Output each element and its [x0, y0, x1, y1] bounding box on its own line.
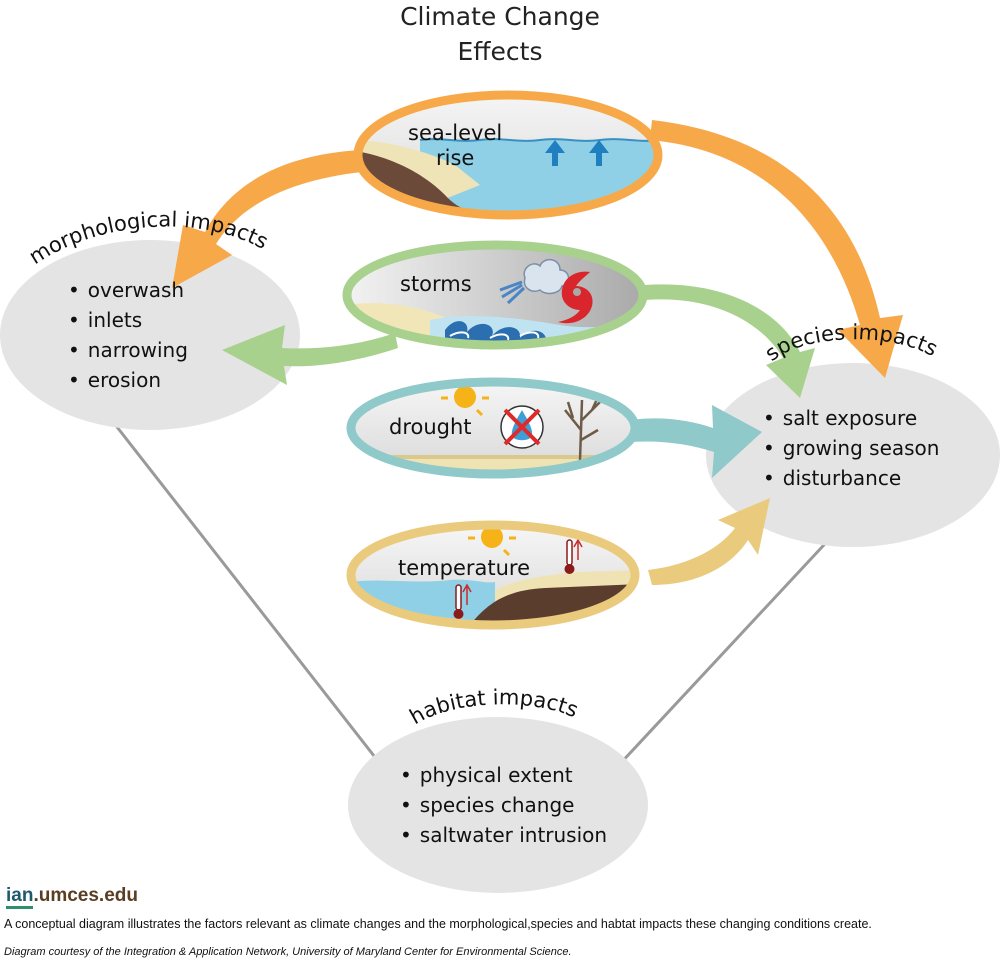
- drought-arrow: [632, 405, 762, 478]
- hurricane-icon: [558, 271, 593, 324]
- habitat-impacts-list: physical extent species change saltwater…: [400, 760, 607, 850]
- list-item: overwash: [68, 275, 188, 305]
- morphological-to-habitat-arrow: [108, 417, 390, 776]
- rising-water-arrow-icon: [545, 140, 609, 166]
- thermometer-icon: [564, 538, 583, 574]
- habitat-species-arrow: [612, 526, 842, 772]
- list-item: disturbance: [763, 463, 939, 493]
- list-item: saltwater intrusion: [400, 820, 607, 850]
- figure-credit: Diagram courtesy of the Integration & Ap…: [4, 946, 572, 958]
- morphological-impacts-list: overwash inlets narrowing erosion: [68, 275, 188, 395]
- list-item: growing season: [763, 433, 940, 463]
- sea-level-label-rise: rise: [436, 146, 475, 170]
- sun-icon: [468, 525, 516, 557]
- storms-ellipse: [342, 240, 648, 350]
- list-item: erosion: [68, 365, 188, 395]
- list-item: physical extent: [400, 760, 607, 790]
- temperature-label: temperature: [398, 556, 530, 580]
- species-impacts-list: salt exposure growing season disturbance: [763, 403, 940, 493]
- list-item: narrowing: [68, 335, 188, 365]
- list-item: inlets: [68, 305, 188, 335]
- logo-ian: ian: [6, 885, 34, 909]
- diagram-title-line-1: Climate Change: [400, 2, 600, 31]
- diagram-title-line-2: Effects: [457, 37, 543, 66]
- storms-label: storms: [400, 272, 472, 296]
- storms-arrows: [222, 284, 815, 398]
- sea-level-label: sea-level: [408, 121, 503, 145]
- list-item: species change: [400, 790, 607, 820]
- no-water-icon: [500, 405, 544, 449]
- figure-caption: A conceptual diagram illustrates the fac…: [4, 917, 872, 931]
- temperature-arrow: [648, 498, 770, 585]
- wind-cloud-icon: [523, 258, 570, 295]
- list-item: salt exposure: [763, 403, 939, 433]
- thermometer-icon: [453, 583, 472, 619]
- waves-icon: [445, 321, 547, 342]
- sea-level-arrows: [172, 120, 903, 378]
- sea-level-ellipse: [353, 90, 663, 220]
- ian-logo[interactable]: ian.umces.edu: [6, 885, 138, 909]
- drought-label: drought: [389, 415, 472, 439]
- logo-domain: .umces.edu: [33, 885, 138, 906]
- dead-tree-icon: [564, 396, 601, 461]
- drought-ellipse: [346, 377, 640, 479]
